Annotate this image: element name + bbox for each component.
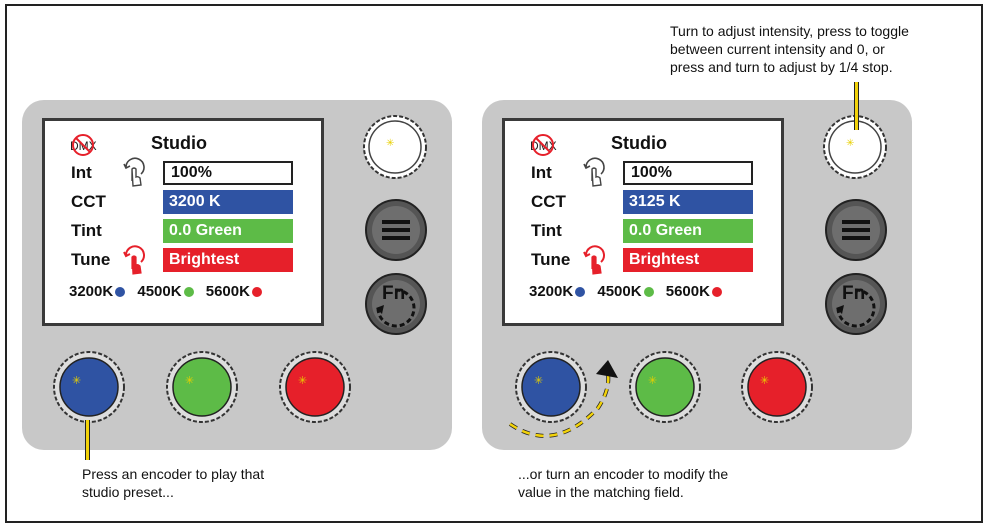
menu-icon [382,220,410,224]
caption-intensity: Turn to adjust intensity, press to toggl… [670,23,909,75]
red-encoder[interactable]: ✳ [740,350,814,424]
svg-text:✳: ✳ [72,374,81,387]
svg-text:✳: ✳ [760,374,769,387]
tint-field: 0.0 Green [623,219,753,243]
row-label-cct: CCT [71,192,106,211]
row-label-tune: Tune [71,250,111,269]
rotate-arrow-icon [376,305,384,314]
fn-label: Fn [382,283,406,304]
dmx-disabled-icon: DMX [530,134,557,156]
caption-turn-encoder: ...or turn an encoder to modify the valu… [518,466,729,500]
screen-title: Studio [151,133,207,153]
row-label-int: Int [531,163,552,182]
blue-dot-icon [575,287,586,297]
svg-text:✳: ✳ [534,374,543,387]
screen-title: Studio [611,133,667,153]
caption-press-encoder: Press an encoder to play that studio pre… [82,466,265,500]
fn-label: Fn [842,283,866,304]
rotate-encoder-icon [123,157,145,187]
red-encoder[interactable]: ✳ [278,350,352,424]
blue-encoder[interactable]: ✳ [52,350,126,424]
preset-3200k: 3200K [529,283,586,300]
cct-field: 3200 K [163,190,293,214]
blue-encoder[interactable]: ✳ [514,350,588,424]
preset-5600k: 5600K [206,283,262,300]
preset-row: 3200K 4500K 5600K [69,283,270,300]
int-field: 100% [623,161,753,185]
row-label-tint: Tint [531,221,562,240]
cct-field: 3125 K [623,190,753,214]
int-field: 100% [163,161,293,185]
lcd-screen: DMX Studio Int 100% CCT 3125 K Tint 0.0 … [502,118,784,326]
svg-text:✳: ✳ [648,374,657,387]
lcd-screen: DMX Studio Int 100% CCT 3200 K Tint 0.0 … [42,118,324,326]
control-panel-right: DMX Studio Int 100% CCT 3125 K Tint 0.0 … [482,100,912,450]
rotate-encoder-red-icon [123,245,145,275]
blue-dot-icon [115,287,126,297]
intensity-encoder[interactable]: ✳ [362,114,428,180]
preset-3200k: 3200K [69,283,126,300]
turn-arrow-icon [508,360,618,438]
preset-4500k: 4500K [137,283,194,300]
control-panel-left: DMX Studio Int 100% CCT 3200 K Tint 0.0 … [22,100,452,450]
tune-field: Brightest [623,248,753,272]
preset-5600k: 5600K [666,283,722,300]
row-label-int: Int [71,163,92,182]
row-label-tint: Tint [71,221,102,240]
rotate-arrow-icon [836,305,844,314]
svg-text:✳: ✳ [386,138,394,149]
red-dot-icon [251,287,262,297]
green-encoder[interactable]: ✳ [165,350,239,424]
preset-4500k: 4500K [597,283,654,300]
row-label-cct: CCT [531,192,566,211]
fn-button[interactable] [824,272,888,336]
preset-row: 3200K 4500K 5600K [529,283,730,300]
svg-text:✳: ✳ [846,138,854,149]
menu-icon [842,220,870,224]
rotate-encoder-icon [583,157,605,187]
fn-button[interactable] [364,272,428,336]
callout-line-encoder [85,420,90,460]
green-dot-icon [183,287,194,297]
red-dot-icon [711,287,722,297]
svg-text:✳: ✳ [185,374,194,387]
svg-text:✳: ✳ [298,374,307,387]
tint-field: 0.0 Green [163,219,293,243]
green-encoder[interactable]: ✳ [628,350,702,424]
row-label-tune: Tune [531,250,571,269]
callout-line-intensity [854,82,859,130]
menu-button[interactable] [824,198,888,262]
menu-button[interactable] [364,198,428,262]
tune-field: Brightest [163,248,293,272]
green-dot-icon [643,287,654,297]
intensity-encoder[interactable]: ✳ [822,114,888,180]
dmx-disabled-icon: DMX [70,134,97,156]
rotate-encoder-red-icon [583,245,605,275]
